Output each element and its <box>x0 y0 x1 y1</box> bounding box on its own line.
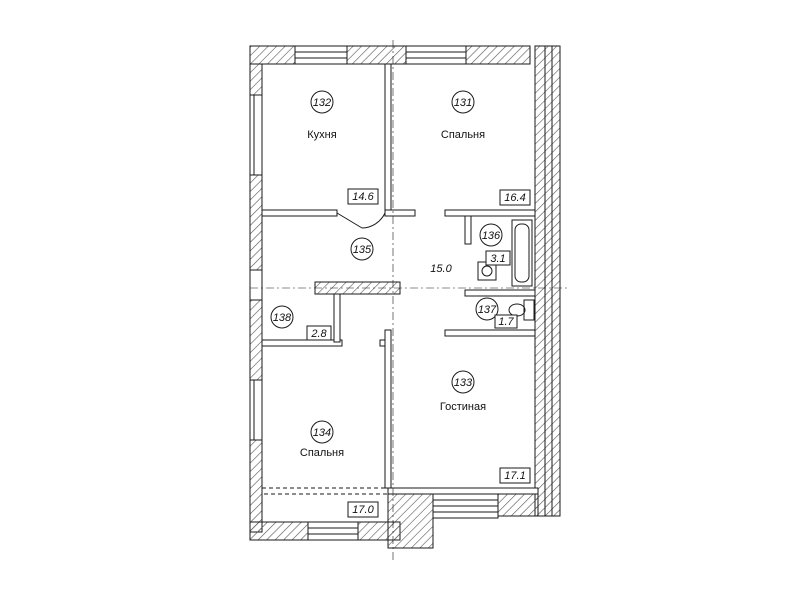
room-kitchen: 132 Кухня 14.6 <box>307 90 379 205</box>
room-name: Спальня <box>300 447 344 459</box>
room-area: 14.6 <box>352 191 374 203</box>
kitchen-door <box>336 212 386 229</box>
room-toilet: 137 1.7 <box>475 297 518 329</box>
room-area: 3.1 <box>490 253 505 265</box>
room-area: 17.1 <box>504 470 525 482</box>
room-tag: 138 <box>273 312 292 324</box>
outer-walls <box>249 45 561 549</box>
room-hallway: 135 15.0 <box>350 237 453 275</box>
room-storage: 138 2.8 <box>270 305 332 341</box>
room-name: Гостиная <box>440 401 486 413</box>
room-tag: 134 <box>313 427 331 439</box>
room-tag: 133 <box>454 377 473 389</box>
axis-lines <box>250 40 570 560</box>
room-name: Спальня <box>441 129 485 141</box>
room-area: 17.0 <box>352 504 374 516</box>
interior-walls <box>261 63 539 495</box>
room-bedroom-1: 131 Спальня 16.4 <box>441 90 531 206</box>
room-name: Кухня <box>307 129 336 141</box>
room-living-room: 133 Гостиная 17.1 <box>440 370 531 484</box>
room-tag: 136 <box>482 230 501 242</box>
room-bedroom-2: 134 Спальня 17.0 <box>300 420 379 518</box>
room-tag: 135 <box>353 244 372 256</box>
room-tag: 132 <box>313 97 331 109</box>
room-bathroom: 136 3.1 <box>479 223 511 266</box>
room-area: 2.8 <box>310 328 327 340</box>
room-area: 1.7 <box>498 316 514 328</box>
room-area: 16.4 <box>504 192 525 204</box>
bathtub-icon <box>511 219 533 287</box>
room-tag: 131 <box>454 97 472 109</box>
room-tag: 137 <box>478 304 497 316</box>
room-area: 15.0 <box>430 263 452 275</box>
